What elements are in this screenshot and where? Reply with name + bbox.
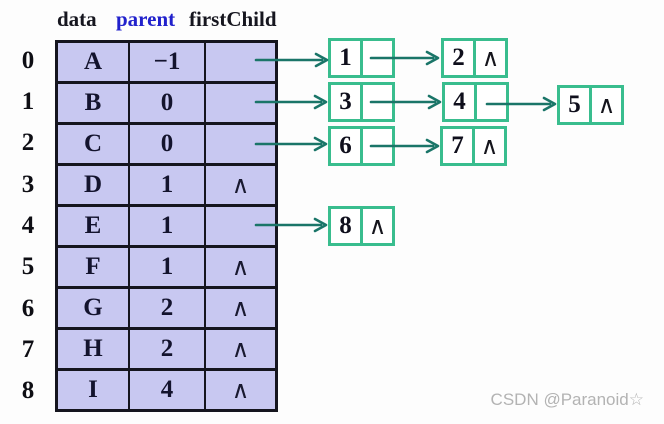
table-row: A −1 bbox=[58, 43, 275, 84]
firstchild-cell bbox=[206, 84, 275, 122]
node-value: 3 bbox=[331, 85, 363, 119]
column-header-parent: parent bbox=[116, 7, 176, 31]
parent-cell: 1 bbox=[130, 166, 206, 204]
parent-cell: 2 bbox=[130, 289, 206, 327]
table-row: C 0 bbox=[58, 125, 275, 166]
csdn-watermark: CSDN @Paranoid☆ bbox=[490, 390, 644, 409]
firstchild-cell bbox=[206, 125, 275, 163]
node-null-icon: ∧ bbox=[597, 92, 616, 119]
data-cell: D bbox=[58, 166, 130, 204]
parent-cell: 0 bbox=[130, 125, 206, 163]
list-node-5: 5 ∧ bbox=[557, 85, 624, 125]
data-cell: C bbox=[58, 125, 130, 163]
data-cell: F bbox=[58, 248, 130, 286]
parent-cell: 1 bbox=[130, 207, 206, 245]
node-null-icon: ∧ bbox=[480, 133, 499, 160]
list-node-8: 8 ∧ bbox=[328, 206, 395, 246]
data-cell: E bbox=[58, 207, 130, 245]
node-next-pointer bbox=[363, 85, 392, 119]
row-index: 3 bbox=[21, 170, 35, 198]
list-node-6: 6 bbox=[328, 126, 395, 166]
row-index: 7 bbox=[21, 335, 35, 363]
node-next-pointer bbox=[477, 85, 506, 119]
row-index-column: 0 1 2 3 4 5 6 7 8 bbox=[8, 40, 48, 412]
column-header-firstchild: firstChild bbox=[189, 7, 277, 31]
node-value: 2 bbox=[444, 41, 476, 75]
data-cell: I bbox=[58, 371, 130, 409]
parent-cell: −1 bbox=[130, 43, 206, 81]
node-value: 8 bbox=[331, 209, 363, 243]
list-node-2: 2 ∧ bbox=[441, 38, 508, 78]
parent-cell: 0 bbox=[130, 84, 206, 122]
node-value: 4 bbox=[445, 85, 477, 119]
row-index: 8 bbox=[21, 377, 35, 405]
node-null-icon: ∧ bbox=[368, 213, 387, 240]
list-node-7: 7 ∧ bbox=[440, 126, 507, 166]
data-cell: B bbox=[58, 84, 130, 122]
firstchild-null-icon: ∧ bbox=[231, 377, 250, 404]
row-index: 2 bbox=[21, 129, 35, 157]
parent-cell: 1 bbox=[130, 248, 206, 286]
parent-array-table: A −1 B 0 C 0 D 1 ∧ E 1 F 1 ∧ bbox=[55, 40, 278, 412]
table-row: G 2 ∧ bbox=[58, 289, 275, 330]
list-node-3: 3 bbox=[328, 82, 395, 122]
table-row: I 4 ∧ bbox=[58, 371, 275, 409]
firstchild-cell bbox=[206, 207, 275, 245]
table-row: B 0 bbox=[58, 84, 275, 125]
node-value: 7 bbox=[443, 129, 475, 163]
row-index: 5 bbox=[21, 253, 35, 281]
row-index: 1 bbox=[21, 87, 35, 115]
table-row: D 1 ∧ bbox=[58, 166, 275, 207]
firstchild-null-icon: ∧ bbox=[231, 336, 250, 363]
table-row: H 2 ∧ bbox=[58, 330, 275, 371]
node-value: 6 bbox=[331, 129, 363, 163]
row-index: 4 bbox=[21, 211, 35, 239]
node-null-icon: ∧ bbox=[481, 45, 500, 72]
firstchild-null-icon: ∧ bbox=[231, 295, 250, 322]
parent-cell: 2 bbox=[130, 330, 206, 368]
data-cell: G bbox=[58, 289, 130, 327]
firstchild-null-icon: ∧ bbox=[231, 254, 250, 281]
node-value: 1 bbox=[331, 41, 363, 75]
row-index: 6 bbox=[21, 294, 35, 322]
row-index: 0 bbox=[21, 46, 35, 74]
list-node-4: 4 bbox=[442, 82, 509, 122]
data-cell: H bbox=[58, 330, 130, 368]
node-value: 5 bbox=[560, 88, 592, 122]
column-header-data: data bbox=[57, 7, 97, 31]
firstchild-cell bbox=[206, 43, 275, 81]
table-row: E 1 bbox=[58, 207, 275, 248]
table-row: F 1 ∧ bbox=[58, 248, 275, 289]
list-node-1: 1 bbox=[328, 38, 395, 78]
node-next-pointer bbox=[363, 129, 392, 163]
node-next-pointer bbox=[363, 41, 392, 75]
firstchild-null-icon: ∧ bbox=[231, 172, 250, 199]
parent-cell: 4 bbox=[130, 371, 206, 409]
data-cell: A bbox=[58, 43, 130, 81]
